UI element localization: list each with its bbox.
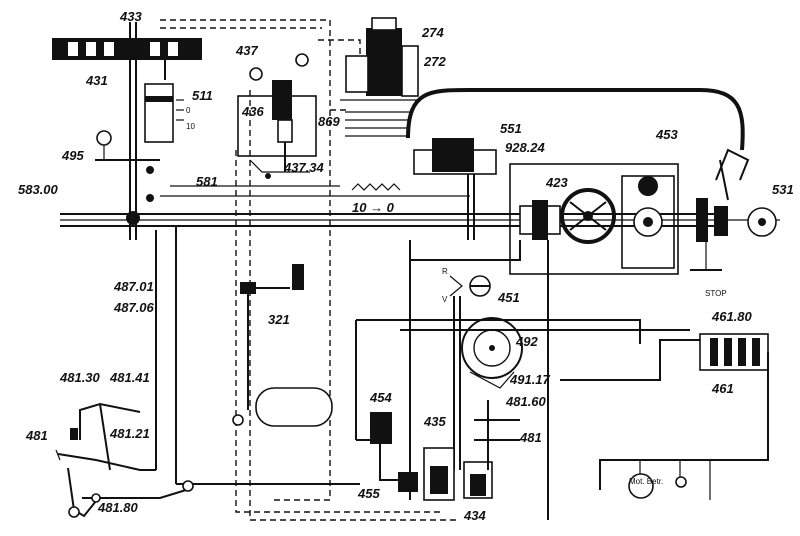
label-451: 451 — [497, 290, 520, 305]
label-v: V — [442, 295, 448, 304]
label-491-17: 491.17 — [509, 372, 551, 387]
gauge-495 — [95, 130, 160, 202]
label-511: 511 — [192, 88, 213, 103]
scale-zero: 0 — [186, 106, 191, 115]
label-481-left: 481 — [25, 428, 48, 443]
manifold-461: Mot. Betr. — [599, 333, 769, 500]
lever-321 — [232, 264, 304, 426]
label-531: 531 — [772, 182, 794, 197]
label-495: 495 — [61, 148, 84, 163]
tank-492 — [461, 317, 523, 389]
label-454: 454 — [369, 390, 392, 405]
main-shaft — [60, 213, 780, 227]
arch-pipe — [406, 88, 745, 151]
manifold-869 — [345, 111, 410, 137]
unit-551 — [413, 138, 497, 240]
label-928-24: 928.24 — [505, 140, 546, 155]
air-tank — [255, 387, 333, 427]
label-481-right: 481 — [519, 430, 542, 445]
label-455: 455 — [357, 486, 380, 501]
cylinder-511: 0 10 — [144, 83, 195, 143]
label-481-80: 481.80 — [97, 500, 139, 515]
label-481-60: 481.60 — [505, 394, 547, 409]
label-435: 435 — [423, 414, 446, 429]
control-piping — [355, 240, 700, 520]
label-487-01: 487.01 — [113, 279, 154, 294]
label-431: 431 — [85, 73, 108, 88]
valve-block-431 — [52, 22, 202, 240]
label-551: 551 — [500, 121, 522, 136]
label-461: 461 — [711, 381, 734, 396]
label-436: 436 — [241, 104, 264, 119]
label-321: 321 — [268, 312, 290, 327]
label-453: 453 — [655, 127, 678, 142]
label-481-21: 481.21 — [109, 426, 150, 441]
label-r: R — [442, 267, 448, 276]
labels: 433 274 272 437 431 511 436 869 551 453 … — [18, 9, 794, 523]
gauge-text: Mot. Betr. — [629, 477, 663, 486]
label-423: 423 — [545, 175, 568, 190]
label-10-to-0: 10 → 0 — [352, 200, 395, 215]
scale-ten: 10 — [186, 122, 195, 131]
valve-435 — [398, 400, 520, 501]
spring-581 — [160, 183, 470, 197]
label-437-34: 437.34 — [283, 160, 325, 175]
label-437: 437 — [235, 43, 258, 58]
label-583-00: 583.00 — [18, 182, 59, 197]
label-869: 869 — [318, 114, 340, 129]
clutch-531 — [696, 148, 777, 242]
valve-437 — [237, 53, 317, 179]
label-461-60: 461.80 — [711, 309, 753, 324]
label-433: 433 — [119, 9, 142, 24]
pedal-481 — [55, 402, 194, 518]
label-481-30: 481.30 — [59, 370, 101, 385]
label-492: 492 — [515, 334, 538, 349]
valve-451: R V — [442, 267, 491, 304]
label-272: 272 — [423, 54, 446, 69]
valve-454 — [356, 412, 410, 481]
label-434: 434 — [463, 508, 486, 523]
rods-487 — [155, 226, 360, 485]
gauge-453 — [621, 175, 675, 269]
coupling-423 — [509, 163, 679, 275]
label-481-41: 481.41 — [109, 370, 150, 385]
stop-text: STOP — [705, 289, 727, 298]
stop-lever: STOP — [690, 240, 727, 298]
label-487-06: 487.06 — [113, 300, 155, 315]
label-274: 274 — [421, 25, 444, 40]
label-581: 581 — [196, 174, 218, 189]
filter-272 — [340, 17, 420, 101]
